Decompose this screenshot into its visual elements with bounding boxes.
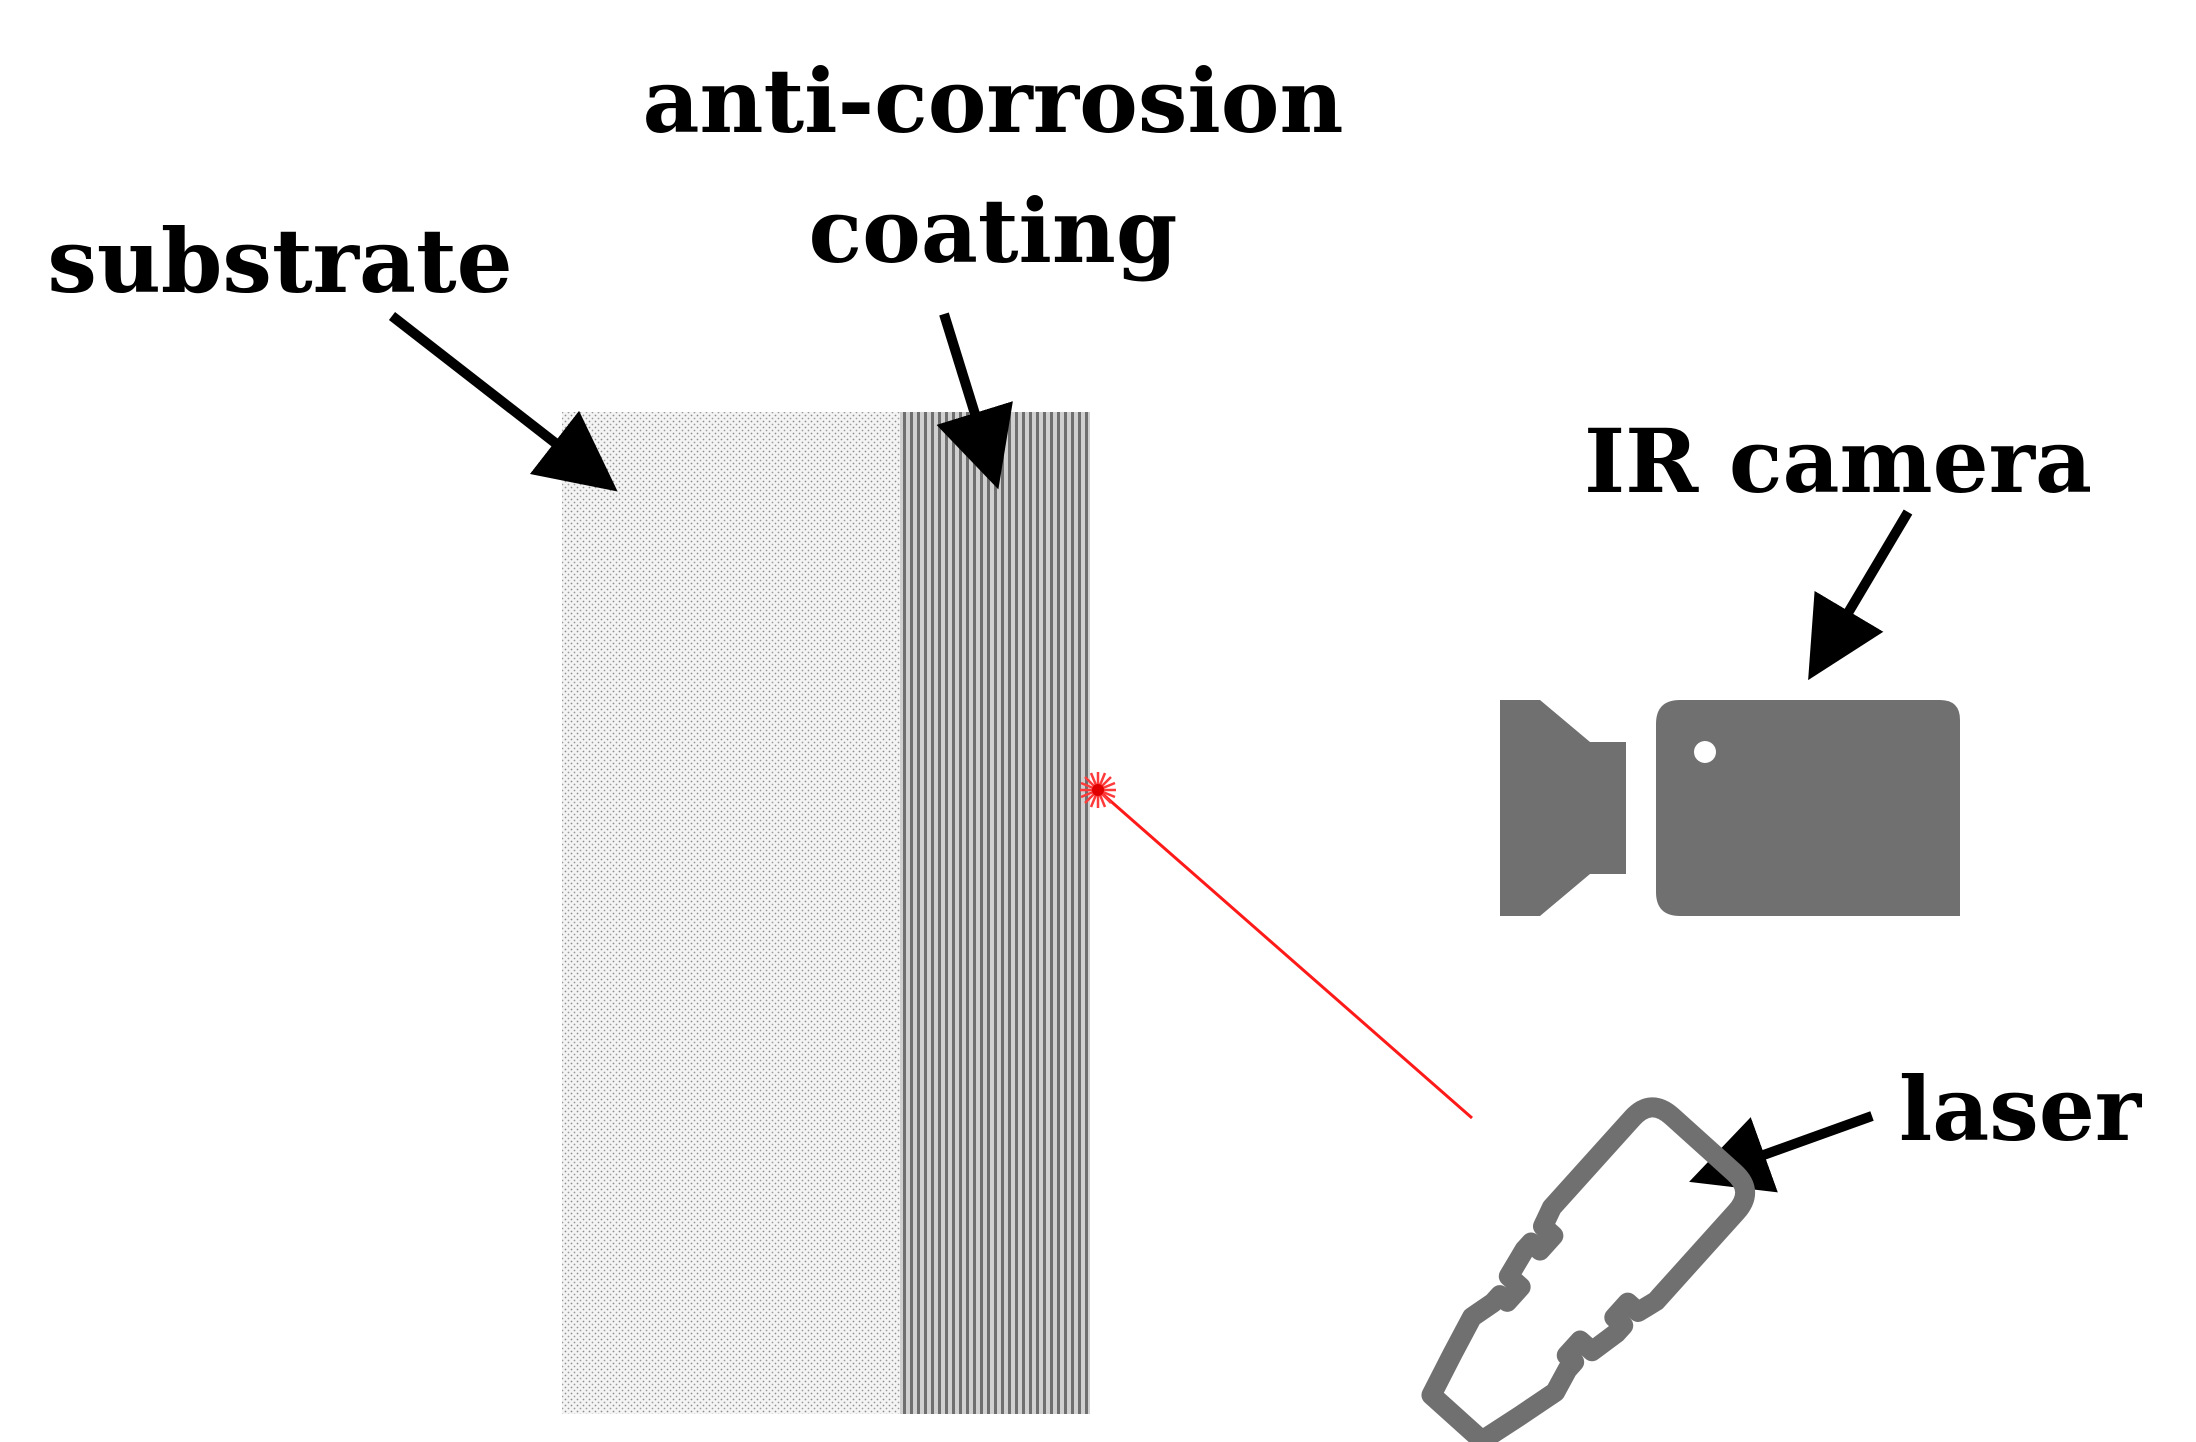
camera-indicator-dot (1694, 741, 1716, 763)
coating-arrow (936, 312, 1013, 490)
laser-pointer-icon (1421, 1097, 1756, 1442)
laser-spot-icon (1080, 772, 1116, 808)
laser-beam (1097, 788, 1473, 1120)
video-camera-icon (1500, 700, 1960, 916)
substrate-label: substrate (47, 209, 512, 313)
substrate-layer (562, 412, 900, 1414)
camera-arrow (1808, 509, 1913, 681)
coating-label-line2: coating (809, 179, 1178, 283)
laser-label: laser (1899, 1057, 2143, 1161)
coating-label-line1: anti-corrosion (643, 49, 1344, 153)
substrate-arrow (388, 312, 618, 492)
coating-layer (900, 412, 1090, 1414)
camera-label: IR camera (1584, 409, 2092, 513)
laser-arrow (1689, 1111, 1874, 1193)
